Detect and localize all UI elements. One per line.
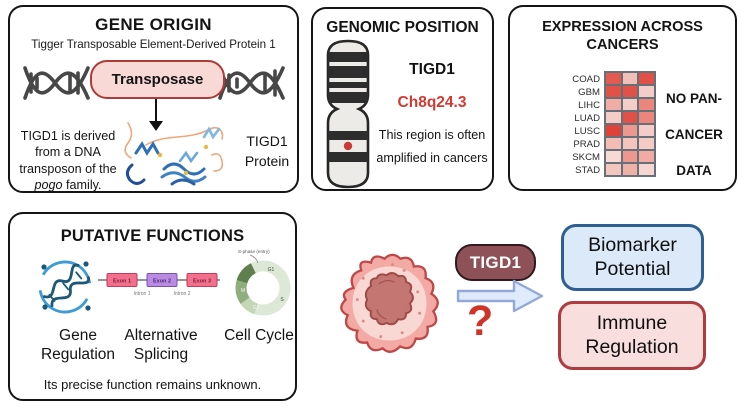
note-text: TIGD1 is derived from a DNA transposon o… xyxy=(19,129,117,176)
transposase-pill: Transposase xyxy=(90,60,225,99)
tigd1-summary-label: TIGD1 xyxy=(469,252,522,272)
cell-cycle-icon: G1 S G2 M S-phase (entry) xyxy=(235,249,291,316)
panel-title: EXPRESSION ACROSS CANCERS xyxy=(542,19,703,54)
heatmap-cell xyxy=(606,138,621,149)
phase-g2-label: G2 xyxy=(253,305,260,311)
heatmap-row-label: SKCM xyxy=(572,152,600,163)
heatmap-cell xyxy=(606,151,621,162)
panel-title: GENOMIC POSITION xyxy=(326,19,479,36)
heatmap-cell xyxy=(622,125,637,136)
panel-gene-origin: GENE ORIGIN Tigger Transposable Element-… xyxy=(8,5,299,193)
gene-locus-dot xyxy=(343,141,353,151)
tumor-cell-icon xyxy=(340,253,439,353)
heatmap-cell xyxy=(639,86,654,97)
down-arrow-head-icon xyxy=(149,121,163,131)
heatmap-cell xyxy=(606,73,621,84)
heatmap-cell xyxy=(639,99,654,110)
heatmap-cell xyxy=(606,125,621,136)
heatmap-cell xyxy=(639,112,654,123)
no-pan-cancer-label: NO PAN-CANCER DATA xyxy=(665,91,723,178)
outcome-label: Immune Regulation xyxy=(585,311,679,358)
outcome-label: Biomarker Potential xyxy=(588,233,677,280)
heatmap-row-label: PRAD xyxy=(573,139,600,150)
phase-m-label: M xyxy=(241,288,245,294)
heatmap-row-label: GBM xyxy=(578,87,600,98)
protein-label: TIGD1 Protein xyxy=(244,133,290,170)
tigd1-summary-pill: TIGD1 xyxy=(455,244,536,281)
phase-s-label: S xyxy=(280,297,284,303)
intron1-label: Intron 1 xyxy=(134,291,151,297)
heatmap-cell xyxy=(639,138,654,149)
function-label-alternative-splicing: Alternative Splicing xyxy=(124,327,198,364)
heatmap-cell xyxy=(622,86,637,97)
gene-name: TIGD1 xyxy=(409,61,455,78)
heatmap-cell xyxy=(622,164,637,175)
note-italic-word: pogo xyxy=(34,178,63,193)
gene-origin-subtitle: Tigger Transposable Element-Derived Prot… xyxy=(31,38,276,51)
expression-heatmap: COAD GBM LIHC LUAD LUSC PRAD SKCM STAD xyxy=(564,71,656,177)
function-label-gene-regulation: Gene Regulation xyxy=(40,327,116,364)
locus-text: Ch8q24.3 xyxy=(397,94,467,111)
heatmap-row-label: COAD xyxy=(572,74,600,85)
heatmap-cell xyxy=(622,99,637,110)
protein-structure-icon xyxy=(124,122,224,186)
heatmap-cell xyxy=(622,73,637,84)
panel-title: GENE ORIGIN xyxy=(95,15,212,34)
panel-title: PUTATIVE FUNCTIONS xyxy=(60,227,245,245)
functions-footnote: Its precise function remains unknown. xyxy=(43,377,262,392)
heatmap-cell xyxy=(622,112,637,123)
s-phase-annotation: S-phase (entry) xyxy=(238,249,270,254)
dna-helix-left-icon xyxy=(23,66,90,100)
alternative-splicing-icon: Exon 1 Exon 2 Exon 3 Intron 1 Intron 2 xyxy=(98,273,220,297)
heatmap-cell xyxy=(606,86,621,97)
exon2-label: Exon 2 xyxy=(153,279,171,285)
function-label-cell-cycle: Cell Cycle xyxy=(224,327,294,344)
exon1-label: Exon 1 xyxy=(113,279,131,285)
heatmap-cell xyxy=(639,164,654,175)
outcome-box-immune: Immune Regulation xyxy=(558,301,706,370)
exon3-label: Exon 3 xyxy=(193,279,211,285)
gene-origin-note: TIGD1 is derived from a DNA transposon o… xyxy=(12,128,124,193)
transposase-label: Transposase xyxy=(111,71,204,88)
heatmap-row-label: LIHC xyxy=(578,100,600,111)
panel-expression: EXPRESSION ACROSS CANCERS COAD GBM LIHC LUA… xyxy=(508,5,737,191)
intron2-label: Intron 2 xyxy=(174,291,191,297)
heatmap-cell xyxy=(622,151,637,162)
genomic-position-text: TIGD1 Ch8q24.3 This region is often ampl… xyxy=(373,53,491,171)
heatmap-row-label: STAD xyxy=(575,165,600,176)
expression-heatmap-grid xyxy=(604,71,656,177)
heatmap-cell xyxy=(622,138,637,149)
question-mark: ? xyxy=(467,297,494,345)
gene-regulation-icon xyxy=(38,260,92,314)
panel-genomic-position: GENOMIC POSITION TIGD1 Ch8q24.3 This reg xyxy=(311,7,494,191)
chromosome-ideogram-icon xyxy=(326,39,370,189)
heatmap-cell xyxy=(606,99,621,110)
phase-g1-label: G1 xyxy=(268,267,275,273)
heatmap-cell xyxy=(639,125,654,136)
note-text-end: family. xyxy=(62,178,102,193)
heatmap-cell xyxy=(606,112,621,123)
outcome-box-biomarker: Biomarker Potential xyxy=(561,224,704,291)
heatmap-row-label: LUSC xyxy=(574,126,600,137)
down-arrow xyxy=(154,97,157,121)
dna-helix-right-icon xyxy=(218,66,285,100)
right-arrow-icon xyxy=(456,279,544,313)
heatmap-row-labels: COAD GBM LIHC LUAD LUSC PRAD SKCM STAD xyxy=(564,73,600,177)
locus-description: This region is often amplified in cancer… xyxy=(376,128,488,166)
panel-putative-functions: PUTATIVE FUNCTIONS Exon 1 Exon 2 Exon 3 xyxy=(8,212,297,401)
heatmap-cell xyxy=(606,164,621,175)
heatmap-cell xyxy=(639,151,654,162)
heatmap-cell xyxy=(639,73,654,84)
heatmap-row-label: LUAD xyxy=(574,113,600,124)
